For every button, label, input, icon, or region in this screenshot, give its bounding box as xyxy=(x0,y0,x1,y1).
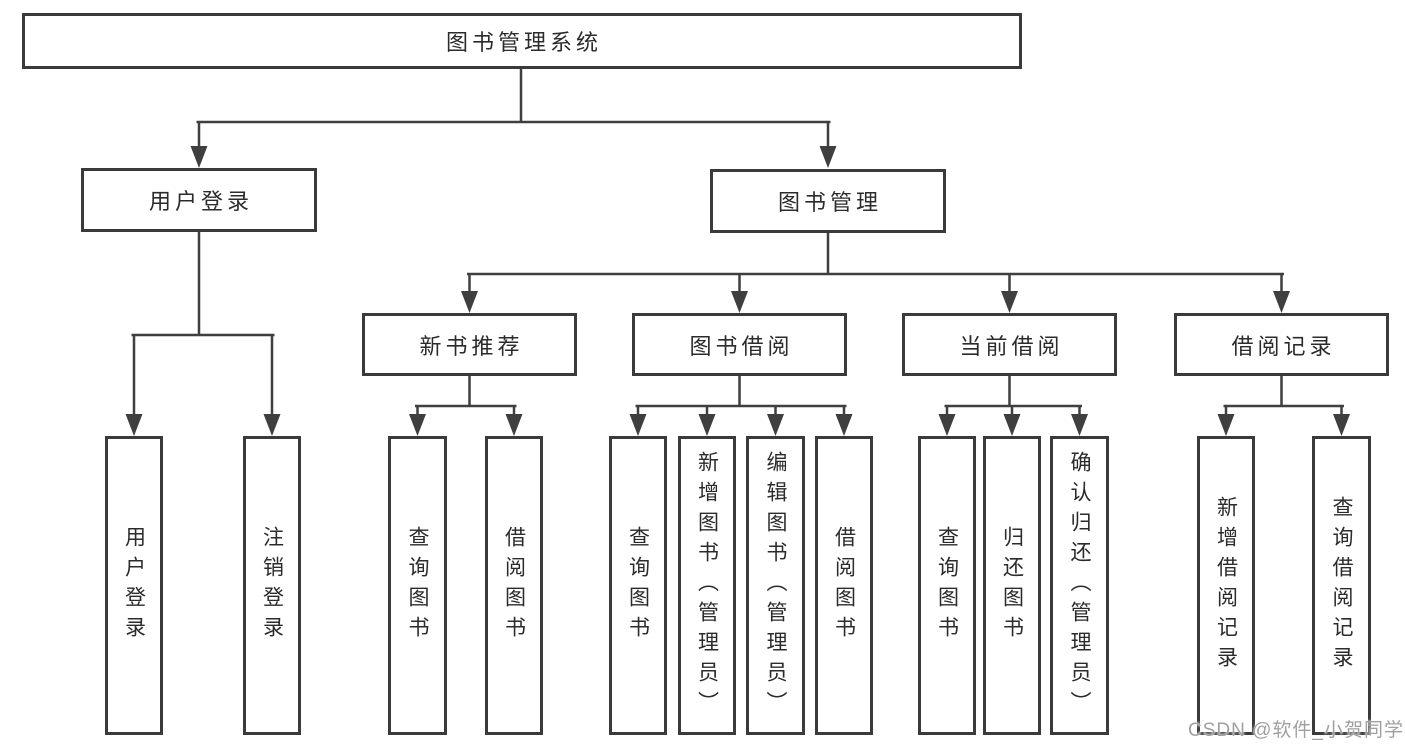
node-book-management: 图书管理 xyxy=(710,169,946,233)
leaf-edit-book-admin: 编辑图书（管理员） xyxy=(746,436,805,735)
csdn-watermark: CSDN @软件_小贺同学 xyxy=(1188,720,1404,741)
node-user-login: 用户登录 xyxy=(81,168,317,232)
leaf-query-book-borrow: 查询图书 xyxy=(609,436,667,735)
leaf-return-book: 归还图书 xyxy=(983,436,1041,735)
node-new-book-recommend-label: 新书推荐 xyxy=(419,333,524,359)
leaf-borrow-book-recommend: 借阅图书 xyxy=(485,436,543,735)
leaf-query-book-current: 查询图书 xyxy=(918,436,976,735)
node-current-borrowing: 当前借阅 xyxy=(902,313,1117,376)
leaf-query-book-recommend-label: 查询图书 xyxy=(406,525,429,646)
node-book-borrowing-label: 图书借阅 xyxy=(689,333,794,359)
leaf-add-book-admin-label: 新增图书（管理员） xyxy=(695,450,719,721)
leaf-query-book-recommend: 查询图书 xyxy=(388,436,447,735)
node-book-management-label: 图书管理 xyxy=(777,190,882,215)
node-borrowing-records: 借阅记录 xyxy=(1174,313,1389,376)
leaf-query-book-borrow-label: 查询图书 xyxy=(626,525,650,646)
leaf-logout: 注销登录 xyxy=(243,436,301,735)
node-current-borrowing-label: 当前借阅 xyxy=(959,333,1064,359)
leaf-confirm-return-admin-label: 确认归还（管理员） xyxy=(1068,450,1091,721)
leaf-borrow-book: 借阅图书 xyxy=(815,436,873,735)
node-root-system-label: 图书管理系统 xyxy=(445,30,602,55)
leaf-borrow-book-label: 借阅图书 xyxy=(832,525,856,646)
leaf-user-login: 用户登录 xyxy=(105,436,163,735)
leaf-query-borrow-record-label: 查询借阅记录 xyxy=(1330,495,1353,676)
node-book-borrowing: 图书借阅 xyxy=(632,313,847,376)
leaf-edit-book-admin-label: 编辑图书（管理员） xyxy=(764,450,787,721)
leaf-borrow-book-recommend-label: 借阅图书 xyxy=(502,525,526,646)
leaf-query-borrow-record: 查询借阅记录 xyxy=(1312,436,1371,735)
leaf-query-book-current-label: 查询图书 xyxy=(935,525,959,646)
leaf-confirm-return-admin: 确认归还（管理员） xyxy=(1050,436,1109,735)
leaf-logout-label: 注销登录 xyxy=(260,525,284,646)
leaf-user-login-label: 用户登录 xyxy=(122,525,146,646)
node-root-system: 图书管理系统 xyxy=(22,13,1022,69)
leaf-add-book-admin: 新增图书（管理员） xyxy=(678,436,736,735)
leaf-add-borrow-record-label: 新增借阅记录 xyxy=(1214,495,1238,676)
node-borrowing-records-label: 借阅记录 xyxy=(1231,333,1336,359)
node-user-login-label: 用户登录 xyxy=(148,189,253,214)
node-new-book-recommend: 新书推荐 xyxy=(362,313,577,376)
leaf-add-borrow-record: 新增借阅记录 xyxy=(1197,436,1255,735)
leaf-return-book-label: 归还图书 xyxy=(1000,525,1024,646)
